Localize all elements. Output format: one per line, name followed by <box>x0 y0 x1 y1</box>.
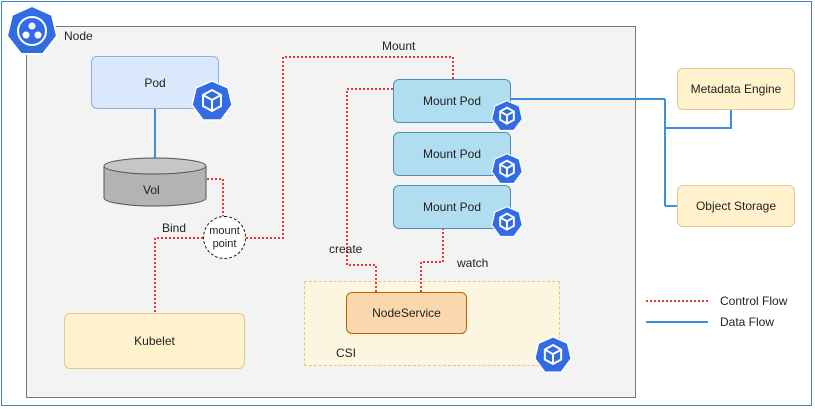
pod-label: Pod <box>144 75 166 90</box>
mount-point[interactable]: mount point <box>203 216 246 259</box>
vol-mountpoint-line <box>207 178 224 216</box>
kubernetes-node-icon <box>5 4 59 57</box>
watch-line <box>420 229 444 292</box>
node-label: Node <box>64 29 93 43</box>
object-storage-label: Object Storage <box>695 199 777 213</box>
kubernetes-pod-icon <box>491 206 523 238</box>
kubelet-box[interactable]: Kubelet <box>64 313 245 369</box>
node-service-label: NodeService <box>372 306 441 320</box>
object-storage-box[interactable]: Object Storage <box>677 185 795 227</box>
kubernetes-pod-icon <box>491 153 523 185</box>
volume-cylinder <box>103 157 207 207</box>
kubelet-label: Kubelet <box>134 334 175 348</box>
mount-pod-label: Mount Pod <box>422 200 482 214</box>
node-service-box[interactable]: NodeService <box>346 292 467 334</box>
legend-data-flow-label: Data Flow <box>720 315 775 329</box>
mount-point-line2: point <box>212 237 237 250</box>
legend-control-flow-label: Control Flow <box>720 294 788 308</box>
create-label: create <box>329 242 363 256</box>
metadata-engine-label: Metadata Engine <box>690 82 782 96</box>
create-line <box>346 88 393 292</box>
mount-line <box>246 56 454 239</box>
mount-pod-label: Mount Pod <box>422 94 482 108</box>
bind-label: Bind <box>162 221 187 235</box>
mount-point-line1: mount <box>209 224 240 237</box>
bind-line <box>154 237 203 313</box>
mount-pod-label: Mount Pod <box>422 147 482 161</box>
mount-label: Mount <box>382 39 416 53</box>
csi-label: CSI <box>336 346 357 360</box>
pod-box[interactable]: Pod <box>91 56 219 109</box>
kubernetes-pod-icon <box>191 80 233 122</box>
kubernetes-pod-icon <box>534 336 572 374</box>
data-to-metadata-line <box>665 110 732 129</box>
volume-label: Vol <box>143 183 160 197</box>
watch-label: watch <box>457 256 489 270</box>
metadata-engine-box[interactable]: Metadata Engine <box>677 68 795 110</box>
mount-pod-box[interactable]: Mount Pod <box>393 132 511 176</box>
mount-pod-box[interactable]: Mount Pod <box>393 79 511 123</box>
kubernetes-pod-icon <box>491 100 523 132</box>
mount-pod-box[interactable]: Mount Pod <box>393 185 511 229</box>
